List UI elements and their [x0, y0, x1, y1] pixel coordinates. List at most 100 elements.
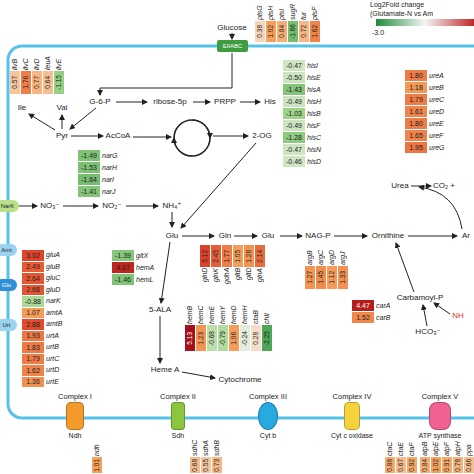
fold-value: 0.66	[466, 459, 473, 472]
cell-membrane	[8, 46, 474, 418]
metabolite-label: Urea	[391, 182, 408, 190]
gene-name: urtA	[46, 331, 59, 342]
fold-value: 1.80	[409, 120, 423, 127]
heatmap-cell: -2.25chlI	[262, 325, 272, 351]
gene-name: hemC	[196, 304, 206, 324]
fold-value: 1.23	[198, 332, 205, 345]
heatmap-cell: -1.41narJ	[78, 186, 100, 197]
flow-arrow	[182, 236, 214, 237]
flow-arrow	[232, 33, 233, 39]
metabolite-label: Pyr	[56, 132, 68, 140]
flow-arrow	[70, 108, 96, 129]
heatmap-cell: 2.14glnA	[255, 245, 265, 267]
gene-name: gltX	[136, 250, 148, 261]
heatmap-cell: 1.83urtB	[22, 342, 44, 353]
fold-value: 0.72	[301, 25, 308, 38]
metabolite-label: Carbamoyl-P	[397, 294, 444, 302]
heatmap-cell: 0.68sdhC	[190, 457, 200, 473]
fold-value: 0.91	[444, 459, 451, 472]
heatmap-cell: 1.05gltB	[233, 245, 243, 267]
gene-name: amtB	[46, 319, 62, 330]
gene-name: hisB	[307, 108, 321, 119]
fold-value: 1.77	[224, 250, 231, 263]
complex-symbol: Complex IISdh	[171, 402, 185, 430]
heatmap-cell: 2.49gluB	[22, 262, 44, 273]
complex-name: Sdh	[172, 432, 184, 439]
fold-value: 1.65	[409, 132, 423, 139]
metabolite-label: ribose-5p	[153, 98, 186, 106]
metabolite-label: NH₄⁺	[162, 202, 181, 210]
heatmap-cell: 0.88ctaC	[385, 457, 395, 473]
heatmap-cell: 0.84ptsI	[277, 21, 287, 42]
gene-name: ilvC	[21, 50, 31, 70]
gene-name: narH	[102, 162, 117, 173]
gene-name: sdhA	[201, 440, 211, 456]
heatmap-cell: 1.27argB	[305, 266, 315, 289]
metabolite-label: NO₂⁻	[102, 202, 121, 210]
gene-name: ureF	[429, 130, 443, 141]
flow-arrow	[116, 102, 147, 103]
gene-name: hisN	[307, 144, 321, 155]
fold-value: 0.67	[398, 459, 405, 472]
gene-name: hemD	[229, 304, 239, 324]
fold-value: -1.43	[286, 86, 302, 93]
complex-name: Cyt b	[260, 432, 276, 439]
fold-value: -1.64	[81, 176, 97, 183]
heatmap-cell: -1.43hisA	[283, 84, 305, 95]
heatmap-cell: -1.28hisC	[283, 132, 305, 143]
flow-arrow	[100, 53, 232, 95]
fold-value: 0.92	[409, 459, 416, 472]
fold-value: -0.49	[286, 98, 302, 105]
fold-value: 2.88	[26, 321, 40, 328]
gene-name: glnD	[200, 268, 210, 288]
fold-value: 1.52	[356, 314, 370, 321]
heatmap-cell: -1.49narG	[78, 150, 100, 161]
complex-label: Complex IV	[333, 393, 372, 401]
gene-name: carB	[376, 312, 390, 323]
metabolite-label: Ile	[18, 104, 26, 112]
gene-name: hisF	[307, 120, 320, 131]
fold-value: 1.12	[329, 271, 336, 284]
heatmap-cell: 1.45argC	[316, 266, 326, 289]
transporter-box: EIIABC	[217, 40, 248, 52]
gene-name: ndh	[92, 440, 102, 456]
gene-name: ptsH	[266, 0, 276, 20]
gene-name: hemB	[185, 304, 195, 324]
heatmap-cell: 1.76ilvC	[21, 71, 31, 94]
heatmap-cell: 1.02atpE	[431, 457, 441, 473]
gene-name: atpF	[442, 440, 452, 456]
tca-cycle	[174, 120, 210, 156]
gene-name: ilvB	[10, 50, 20, 70]
fold-value: -0.47	[286, 146, 302, 153]
gene-name: ureD	[429, 106, 444, 117]
heatmap-cell: 1.93urtA	[22, 331, 44, 342]
complex-symbol: Complex VATP synthase	[429, 402, 451, 430]
flow-arrow	[182, 372, 215, 378]
gene-name: hisI	[307, 60, 318, 71]
gene-name: ureA	[429, 70, 444, 81]
gene-name: ilvD	[32, 50, 42, 70]
flow-arrow	[240, 102, 260, 103]
flow-arrow	[334, 236, 367, 237]
metabolite-label: Ar	[462, 232, 470, 240]
fold-value: -1.49	[81, 152, 97, 159]
metabolite-label: 5-ALA	[149, 306, 171, 314]
flow-arrow	[234, 236, 257, 237]
flow-arrow	[280, 236, 302, 237]
heatmap-cell: 4.17hemA	[112, 262, 134, 273]
metabolite-label: Cytochrome	[218, 376, 261, 384]
heatmap-cell: 1.18ureB	[405, 82, 427, 93]
fold-value: 1.79	[26, 355, 40, 362]
heatmap-cell: -1.15ilvE	[54, 71, 64, 94]
metabolite-label: AcCoA	[106, 132, 131, 140]
heatmap-cell: 1.79urtC	[22, 354, 44, 365]
fold-value: -1.46	[115, 276, 131, 283]
fold-value: -1.66	[290, 24, 297, 39]
flow-arrow	[193, 102, 210, 103]
gene-name: ureG	[429, 142, 445, 153]
heatmap-cell: 2.64gluC	[22, 273, 44, 284]
flow-arrow	[126, 206, 158, 207]
fold-value: 1.61	[409, 108, 423, 115]
fold-value: -2.25	[264, 331, 271, 346]
